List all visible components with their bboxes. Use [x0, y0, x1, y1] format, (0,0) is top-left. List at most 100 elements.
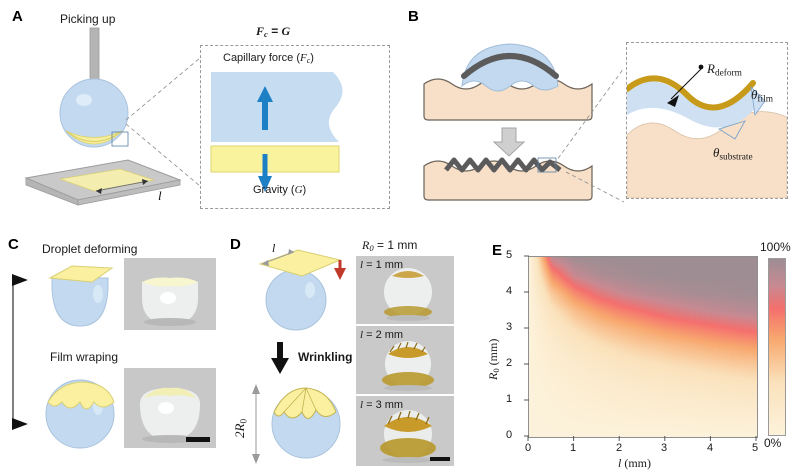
panel-a-title: Picking up — [60, 12, 116, 26]
y-label-sub: 0 — [491, 368, 502, 373]
heatmap-x-label: l (mm) — [618, 456, 651, 471]
panel-d-photo-1 — [356, 326, 454, 394]
photo-2-rest: = 3 mm — [363, 399, 404, 411]
diameter-sub: 0 — [239, 418, 250, 424]
capillary-force-text: Capillary force ( — [223, 52, 301, 64]
panel-b-label: B — [408, 8, 419, 25]
r-deform-var: R — [707, 61, 715, 76]
x-label-unit: (mm) — [621, 456, 652, 470]
heatmap-x-axis — [527, 436, 757, 441]
theta-substrate-label: θsubstrate — [713, 145, 753, 162]
theta-substrate-sub: substrate — [719, 152, 753, 163]
equation-lhs-sub: c — [264, 29, 268, 40]
droplet-deforming-photo — [124, 258, 216, 330]
scale-bar — [186, 437, 210, 442]
capillary-force-sub: c — [306, 55, 311, 65]
diameter-label: 2R0 — [232, 419, 249, 438]
diameter-main: 2R — [232, 423, 247, 438]
film-wraping-schematic — [45, 379, 115, 449]
gravity-text: Gravity ( — [253, 184, 295, 196]
panel-a-inset-graphic — [210, 72, 343, 192]
heatmap-y-label: R0 (mm) — [486, 339, 501, 380]
panel-b-inset-graphic — [627, 64, 787, 198]
film-wraping-photo — [124, 368, 216, 448]
y-tick-5: 5 — [506, 249, 513, 261]
x-label-var: l — [618, 456, 622, 470]
panel-d-top-schematic: l — [258, 241, 346, 331]
x-tick-1: 1 — [570, 442, 577, 454]
equation-rhs: G — [281, 24, 291, 38]
capillary-force-paren: ) — [310, 52, 314, 64]
wrinkling-label: Wrinkling — [298, 350, 353, 364]
scale-bar — [430, 457, 450, 461]
x-tick-2: 2 — [616, 442, 623, 454]
photo-0-rest: = 1 mm — [363, 259, 404, 271]
heatmap-canvas — [529, 257, 757, 437]
transition-bracket — [12, 274, 28, 430]
panel-a-inset: Capillary force (Fc) Gravity (G) — [200, 45, 390, 209]
panel-d-photo-0-label: l = 1 mm — [360, 259, 403, 271]
panel-a: A Picking up l Fc = G Capi — [0, 0, 400, 230]
panel-b: B — [400, 0, 800, 230]
panel-a-label: A — [12, 8, 23, 25]
colorbar-min-label: 0% — [764, 436, 782, 450]
wrinkling-arrow — [271, 342, 289, 374]
photo-2-var: l — [360, 399, 364, 411]
panel-d: D l Wrinkling 2R0 R0 = 1 mm — [228, 230, 460, 473]
equation-operator: = — [267, 24, 282, 38]
gravity-arrow — [258, 154, 272, 192]
panel-b-schematic — [423, 43, 593, 201]
svg-text:l: l — [272, 241, 276, 255]
capillary-force-arrow — [257, 86, 273, 130]
panel-a-equation: Fc = G — [256, 24, 290, 39]
panel-c-row-1-title: Film wraping — [50, 350, 119, 364]
photo-1-var: l — [360, 329, 364, 341]
process-down-arrow — [492, 127, 526, 157]
photo-header-var: R — [362, 238, 370, 252]
capillary-force-label: Capillary force (Fc) — [223, 52, 314, 65]
x-tick-4: 4 — [707, 442, 714, 454]
droplet-deforming-schematic — [48, 265, 114, 327]
panel-b-leader-lines — [553, 67, 625, 203]
capillary-force-var: F — [300, 52, 307, 64]
y-tick-0: 0 — [506, 429, 513, 441]
svg-text:l: l — [158, 188, 162, 203]
y-tick-4: 4 — [506, 285, 513, 297]
panel-d-bottom-schematic — [252, 384, 341, 464]
gravity-label: Gravity (G) — [253, 184, 306, 196]
heatmap-y-axis — [524, 255, 529, 437]
y-tick-3: 3 — [506, 321, 513, 333]
heatmap-plot — [528, 256, 758, 438]
panel-e: E 5 4 3 2 1 0 R0 (mm) 0 1 2 3 4 5 l (mm)… — [460, 230, 800, 473]
photo-header-rest: = 1 mm — [373, 238, 418, 252]
panel-a-leader-lines — [125, 57, 201, 187]
x-tick-3: 3 — [661, 442, 668, 454]
panel-c: C Droplet deforming Film wraping — [0, 230, 228, 473]
equation-lhs-var: F — [256, 24, 265, 38]
panel-e-label: E — [492, 242, 503, 259]
r-deform-label: Rdeform — [707, 61, 742, 78]
panel-c-row-0-title: Droplet deforming — [42, 242, 138, 256]
photo-header-sub: 0 — [369, 243, 374, 254]
y-label-unit: (mm) — [486, 338, 500, 369]
r-deform-sub: deform — [714, 68, 742, 79]
gravity-paren: ) — [302, 184, 307, 196]
colorbar-canvas — [769, 259, 785, 435]
panel-d-label: D — [230, 236, 241, 253]
panel-d-photo-2 — [356, 396, 454, 466]
colorbar-max-label: 100% — [760, 240, 791, 254]
theta-film-var: θ — [751, 87, 758, 102]
panel-d-photo-2-label: l = 3 mm — [360, 399, 403, 411]
panel-d-photo-1-label: l = 2 mm — [360, 329, 403, 341]
y-label-var: R — [486, 372, 500, 380]
panel-d-photo-0 — [356, 256, 454, 324]
panel-c-label: C — [8, 236, 19, 253]
theta-film-sub: film — [757, 94, 773, 105]
y-tick-2: 2 — [506, 357, 513, 369]
theta-film-label: θfilm — [751, 87, 773, 104]
panel-a-schematic: l — [24, 27, 182, 206]
photo-0-var: l — [360, 259, 364, 271]
theta-substrate-var: θ — [713, 145, 720, 160]
gravity-var: G — [294, 184, 303, 196]
x-tick-0: 0 — [525, 442, 532, 454]
